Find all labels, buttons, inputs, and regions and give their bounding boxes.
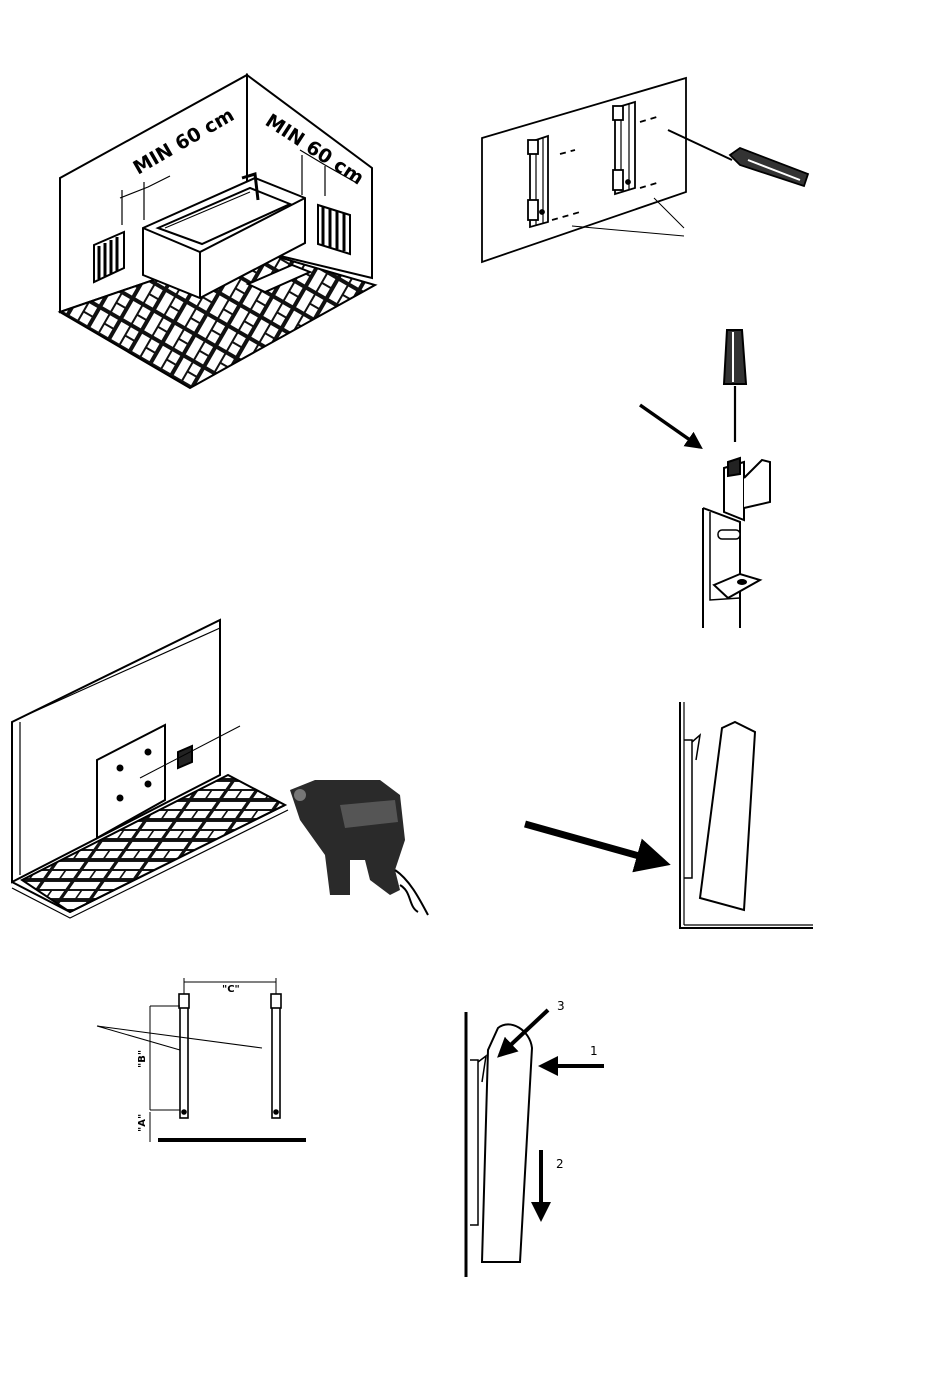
step-label-1: 1 xyxy=(590,1044,598,1058)
mounting-bar xyxy=(271,994,281,1118)
direction-arrow xyxy=(525,824,664,863)
step-label-3: 3 xyxy=(557,999,565,1013)
wall-bracket xyxy=(613,102,635,194)
drill-icon xyxy=(290,780,428,915)
dimension-label-a: "A" xyxy=(137,1114,148,1132)
radiator-panel xyxy=(482,1024,532,1262)
wall-panel xyxy=(482,78,686,262)
direction-arrow xyxy=(640,405,700,447)
figure-brackets-wall xyxy=(482,78,808,262)
screwdriver-icon xyxy=(724,330,746,442)
figure-radiator-tilted xyxy=(525,702,813,928)
wall-bracket xyxy=(684,740,692,878)
figure-dimensions xyxy=(97,978,306,1142)
wall-bracket xyxy=(703,508,740,628)
screwdriver-icon xyxy=(668,130,808,186)
wall-bracket xyxy=(470,1060,478,1225)
figure-bracket-closeup xyxy=(640,330,770,628)
figure-hanging-sequence xyxy=(466,1010,604,1277)
figure-drilling-wall xyxy=(12,620,428,918)
step-label-2: 2 xyxy=(556,1157,564,1171)
dimension-label-b: "B" xyxy=(137,1050,148,1068)
mounting-bar xyxy=(179,994,189,1118)
wall-bracket xyxy=(528,136,548,227)
dimension-label-c: "C" xyxy=(222,984,240,995)
radiator-panel xyxy=(700,722,755,910)
